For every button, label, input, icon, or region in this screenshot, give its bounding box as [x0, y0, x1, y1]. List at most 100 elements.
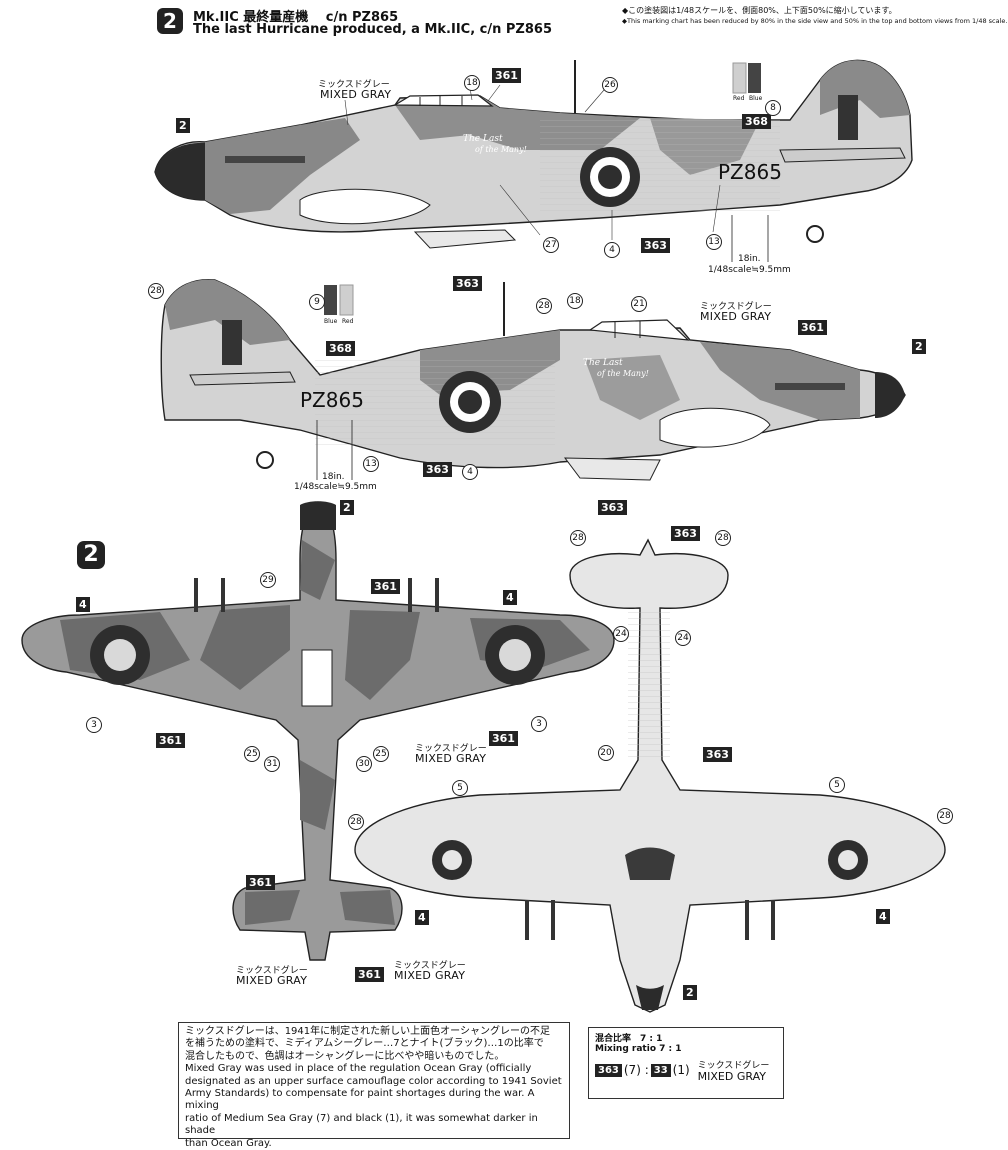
- side1-wing-root: [299, 188, 431, 225]
- bottom-callout-4-left: 4: [415, 910, 429, 925]
- mix-ratio-en: Mixing ratio 7 : 1: [595, 1044, 682, 1054]
- mixed-gray-explanation: ミックスドグレーは、1941年に制定された新しい上面色オーシャングレーの不足 を…: [178, 1022, 570, 1149]
- tail-left-mixed-gray-en: MIXED GRAY: [236, 974, 308, 987]
- top-callout-361-c: 361: [489, 731, 518, 746]
- tail-right-mixed-gray-jp: ミックスドグレー: [394, 961, 466, 971]
- side1-roundel-red: [598, 165, 622, 189]
- mix-color-33: 33: [650, 1063, 671, 1077]
- side2-circle-28b: 28: [536, 298, 552, 314]
- side1-fin-flash: [838, 95, 858, 140]
- bottom-circle-28-b: 28: [715, 530, 731, 546]
- side2-circle-9: 9: [309, 294, 325, 310]
- mix-ratio-jp: 混合比率 7 : 1: [595, 1034, 663, 1044]
- bottom-outline: [354, 538, 946, 1013]
- side1-circle-4: 4: [604, 242, 620, 258]
- side1-tailwheel: [806, 225, 824, 243]
- side2-fin-flash: [222, 320, 242, 365]
- profile-title-jp: Mk.IIC 最終量産機 c/n PZ865: [193, 10, 399, 25]
- mix-formula: 363 (7) : 33 (1) ミックスドグレー MIXED GRAY: [595, 1058, 777, 1082]
- bottom-radiator: [625, 847, 675, 880]
- side1-callout-361: 361: [492, 68, 521, 83]
- side2-circle-13: 13: [363, 456, 379, 472]
- profile-title-en: The last Hurricane produced, a Mk.IIC, c…: [193, 22, 552, 37]
- side1-circle-27: 27: [543, 237, 559, 253]
- side2-chip-red-label: Red: [342, 318, 354, 325]
- explanation-en-1: Mixed Gray was used in place of the regu…: [185, 1063, 532, 1075]
- explanation-en-2: designated as an upper surface camouflag…: [185, 1075, 562, 1087]
- side1-stabilizer: [779, 147, 906, 163]
- bottom-callout-2: 2: [683, 985, 697, 1000]
- side2-roundel-red: [458, 390, 482, 414]
- side2-spinner: [875, 372, 905, 418]
- side2-circle-18: 18: [567, 293, 583, 309]
- side1-chip-red-label: Red: [733, 95, 745, 102]
- side1-mixed-gray-jp: ミックスドグレー: [318, 80, 390, 90]
- side2-scale-mm: 1/48scale≒9.5mm: [294, 482, 377, 492]
- explanation-en-4: ratio of Medium Sea Gray (7) and black (…: [185, 1112, 538, 1137]
- bottom-circle-5-right: 5: [829, 777, 845, 793]
- side2-chip-red: [339, 284, 354, 316]
- scale-note-en: ◆This marking chart has been reduced by …: [622, 17, 1008, 25]
- bottom-circle-28-c: 28: [348, 814, 364, 830]
- explanation-en-3: Army Standards) to compensate for paint …: [185, 1088, 535, 1112]
- side1-nose-art-2: of the Many!: [475, 145, 527, 154]
- side-view-right: [160, 278, 906, 481]
- side2-callout-368: 368: [326, 341, 355, 356]
- tail-left-mixed-gray-jp: ミックスドグレー: [236, 966, 308, 976]
- top-circle-25-right: 25: [373, 746, 389, 762]
- mix-name-jp: ミックスドグレー: [697, 1061, 770, 1071]
- side2-circle-21: 21: [631, 296, 647, 312]
- side1-canopy: [392, 94, 494, 107]
- top-canopy: [301, 649, 333, 707]
- top-mixed-gray-jp: ミックスドグレー: [415, 744, 487, 754]
- top-circle-30: 30: [356, 756, 372, 772]
- side-view-left: [154, 59, 913, 262]
- side2-circle-4: 4: [462, 464, 478, 480]
- side1-circle-18: 18: [464, 75, 480, 91]
- bottom-circle-5-left: 5: [452, 780, 468, 796]
- explanation-en-5: than Ocean Gray.: [185, 1137, 272, 1149]
- side1-scale-mm: 1/48scale≒9.5mm: [708, 265, 791, 275]
- bottom-callout-363-b: 363: [703, 747, 732, 762]
- side2-callout-361: 361: [798, 320, 827, 335]
- tail-right-mixed-gray-en: MIXED GRAY: [394, 969, 466, 982]
- side1-callout-363-b: 363: [453, 276, 482, 291]
- top-callout-361-a: 361: [371, 579, 400, 594]
- top-callout-361-b: 361: [156, 733, 185, 748]
- top-circle-3-right: 3: [531, 716, 547, 732]
- bottom-circle-20: 20: [598, 745, 614, 761]
- mix-part-1: (7) :: [623, 1063, 649, 1077]
- top-spinner: [300, 501, 336, 530]
- section-badge: 2: [77, 541, 105, 569]
- side2-serial: PZ865: [300, 388, 364, 412]
- side1-chip-red: [732, 62, 747, 94]
- side1-scale-in: 18in.: [738, 254, 761, 264]
- side2-callout-2: 2: [912, 339, 926, 354]
- side1-serial: PZ865: [718, 160, 782, 184]
- top-view: [21, 501, 615, 961]
- bottom-circle-24-a: 24: [613, 626, 629, 642]
- explanation-jp-2: を補うための塗料で、ミディアムシーグレー…7とナイト(ブラック)…1の比率で: [185, 1038, 544, 1050]
- mix-part-2: (1): [672, 1063, 690, 1077]
- top-callout-2: 2: [340, 500, 354, 515]
- top-circle-25-left: 25: [244, 746, 260, 762]
- mix-name-en: MIXED GRAY: [697, 1070, 766, 1083]
- side1-nose-art-1: The Last: [463, 134, 503, 144]
- side1-circle-13: 13: [706, 234, 722, 250]
- bottom-spinner: [636, 985, 664, 1010]
- side2-circle-28: 28: [148, 283, 164, 299]
- explanation-jp-1: ミックスドグレーは、1941年に制定された新しい上面色オーシャングレーの不足: [185, 1026, 550, 1037]
- top-callout-361-d: 361: [246, 875, 275, 890]
- side2-nose-art-2: of the Many!: [597, 369, 649, 378]
- side1-callout-363-a: 363: [641, 238, 670, 253]
- side1-circle-26: 26: [602, 77, 618, 93]
- side2-callout-363-a: 363: [423, 462, 452, 477]
- profile-number-badge: 2: [157, 8, 183, 34]
- bottom-circle-28-a: 28: [570, 530, 586, 546]
- top-circle-31: 31: [264, 756, 280, 772]
- mix-color-363: 363: [595, 1063, 622, 1077]
- side2-mixed-gray-jp: ミックスドグレー: [700, 302, 772, 312]
- bottom-view: [354, 538, 946, 1013]
- side2-nose-art-1: The Last: [583, 358, 623, 368]
- side1-circle-8: 8: [765, 100, 781, 116]
